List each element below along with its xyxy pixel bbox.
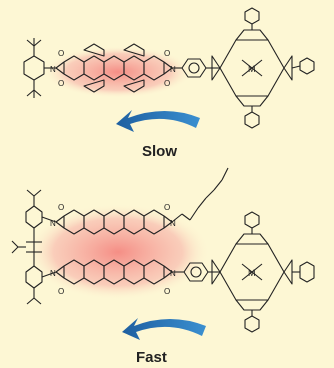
- top-aryl-group: [23, 38, 56, 98]
- bottom-oxygen-3: O: [58, 287, 64, 296]
- top-oxygen-1: O: [58, 49, 64, 58]
- top-perylene-core: [55, 43, 182, 93]
- bottom-oxygen-1: O: [58, 203, 64, 212]
- top-metal: M: [248, 64, 256, 74]
- top-oxygen-3: O: [164, 49, 170, 58]
- bottom-porphyrin: [211, 211, 315, 333]
- bottom-perylene-upper: [55, 167, 229, 235]
- top-glow: [43, 46, 193, 98]
- bottom-metal: M: [248, 268, 256, 278]
- top-arrow: [116, 110, 200, 132]
- bottom-oxygen-2: O: [164, 203, 170, 212]
- bottom-arrow-label: Fast: [136, 349, 167, 366]
- top-oxygen-4: O: [164, 79, 170, 88]
- bottom-arrow: [122, 318, 206, 340]
- bottom-aryl-frame: [11, 189, 57, 305]
- bottom-phenyl-linker: [183, 262, 220, 282]
- top-nitrogen-1: N: [50, 65, 56, 74]
- bottom-perylene-lower: [55, 259, 184, 285]
- top-nitrogen-2: N: [170, 65, 176, 74]
- bottom-nitrogen-3: N: [50, 269, 56, 278]
- top-phenyl-linker: [181, 58, 220, 78]
- top-porphyrin: [211, 7, 315, 129]
- top-arrow-label: Slow: [142, 143, 177, 160]
- bottom-nitrogen-1: N: [50, 219, 56, 228]
- bottom-nitrogen-4: N: [170, 269, 176, 278]
- bottom-oxygen-4: O: [164, 287, 170, 296]
- bottom-nitrogen-2: N: [170, 219, 176, 228]
- top-oxygen-2: O: [58, 79, 64, 88]
